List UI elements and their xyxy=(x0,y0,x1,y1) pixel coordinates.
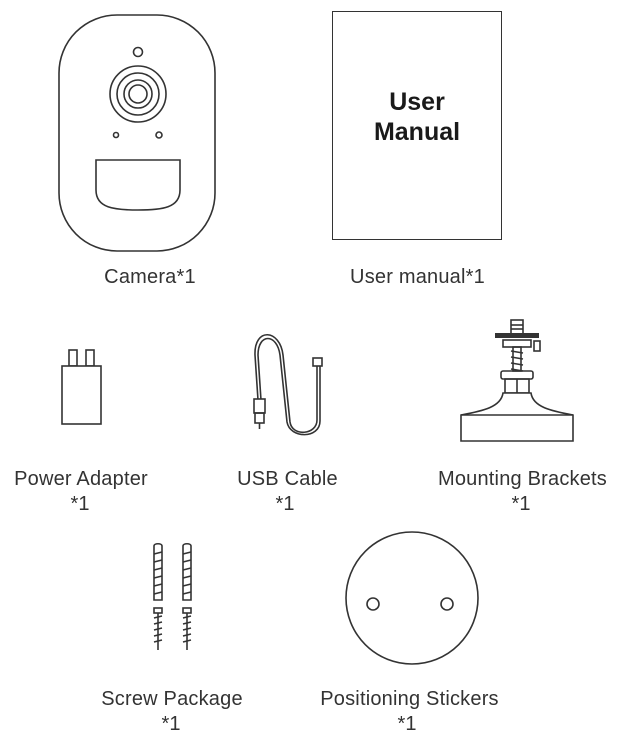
user-manual-cover-line1: User xyxy=(389,88,445,116)
screw-package-label: Screw Package xyxy=(101,688,243,710)
positioning-stickers-label: Positioning Stickers xyxy=(320,688,499,710)
mounting-brackets-qty: *1 xyxy=(511,493,531,515)
camera-illustration xyxy=(58,14,216,252)
usb-cable-illustration xyxy=(253,334,323,436)
power-adapter-label: Power Adapter xyxy=(14,468,148,490)
user-manual-cover: User Manual xyxy=(332,11,502,240)
mounting-brackets-illustration xyxy=(460,319,574,442)
screw-package-illustration xyxy=(153,542,192,650)
positioning-stickers-qty: *1 xyxy=(397,713,417,735)
user-manual-cover-line2: Manual xyxy=(373,118,461,146)
usb-cable-qty: *1 xyxy=(275,493,295,515)
camera-label: Camera*1 xyxy=(104,266,196,288)
power-adapter-illustration xyxy=(61,349,102,425)
usb-cable-label: USB Cable xyxy=(237,468,338,490)
positioning-stickers-illustration xyxy=(345,531,479,665)
screw-package-qty: *1 xyxy=(161,713,181,735)
user-manual-label: User manual*1 xyxy=(350,266,485,288)
mounting-brackets-label: Mounting Brackets xyxy=(437,468,608,490)
power-adapter-qty: *1 xyxy=(70,493,90,515)
